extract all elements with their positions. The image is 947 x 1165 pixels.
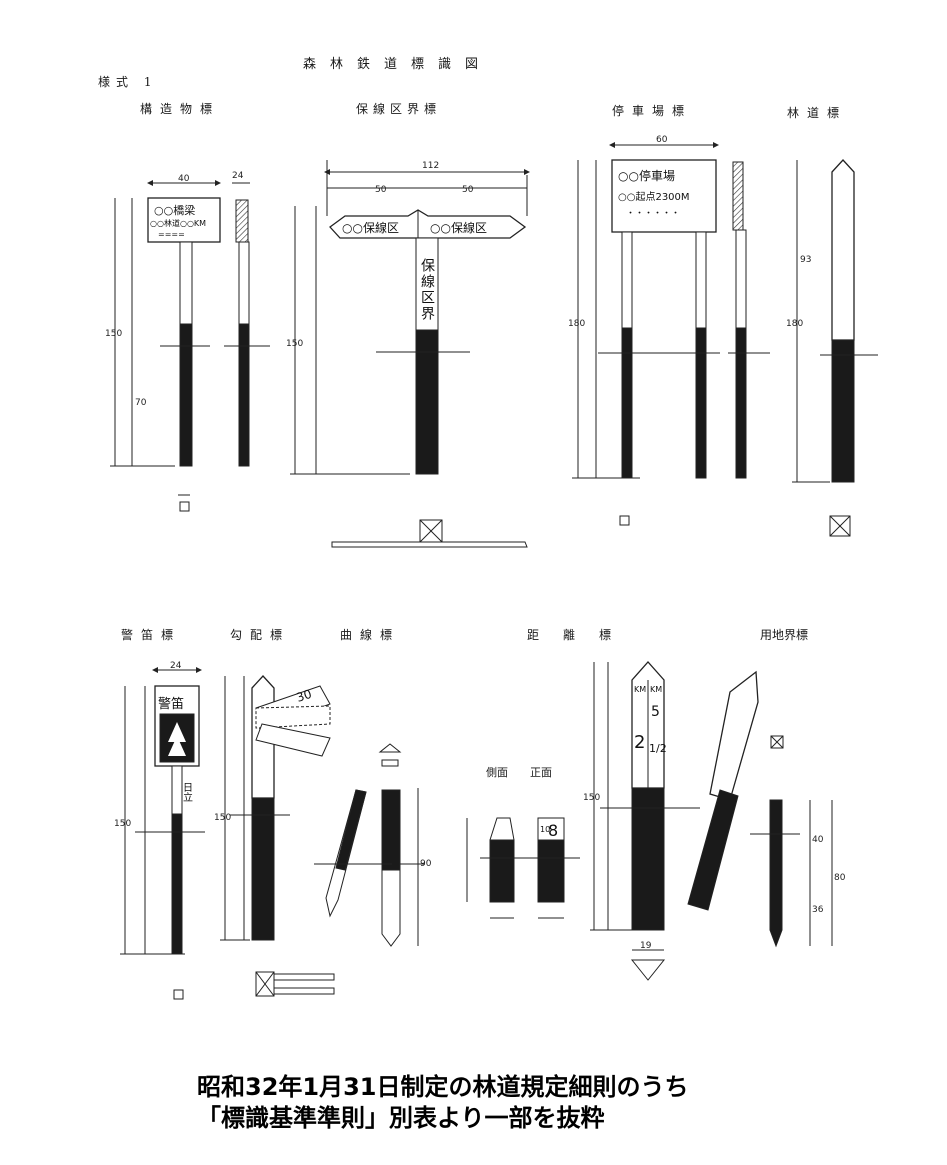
heading-land: 用地界標	[760, 628, 809, 642]
sign-diagram: ○○橋梁 ○○林道○○KM ==== ○○保線区 ○○保線区 保線区界 ○○停車…	[105, 135, 878, 1000]
structure-sign	[110, 180, 270, 512]
dim-land-36: 36	[812, 905, 824, 915]
style-label: 様式 1	[98, 75, 158, 89]
whistle-text: 警笛	[158, 696, 184, 712]
distance-sign	[590, 661, 759, 981]
heading-whistle: 警笛標	[121, 628, 182, 642]
distance-small-top: 10	[540, 825, 550, 834]
caption: 昭和32年1月31日制定の林道規定細則のうち 「標識基準準則」別表より一部を抜粋	[197, 1072, 689, 1134]
dim-structure-70: 70	[135, 398, 147, 408]
dim-boundary-50a: 50	[375, 185, 387, 195]
dim-gradient-150: 150	[214, 813, 231, 823]
heading-gradient: 勾配標	[230, 628, 291, 642]
svg-text:====: ====	[158, 230, 185, 239]
heading-station: 停車場標	[612, 104, 693, 118]
figure-title: 森林鉄道標識図	[303, 57, 493, 72]
dim-distance-19: 19	[640, 941, 652, 951]
heading-structure: 構造物標	[140, 102, 221, 116]
distance-frac: 1/2	[649, 742, 667, 755]
dim-land-40: 40	[812, 835, 824, 845]
dim-structure-w: 40	[178, 174, 190, 184]
structure-line1: ○○橋梁	[154, 203, 195, 217]
boundary-right: ○○保線区	[430, 220, 487, 235]
distance-v1: 2	[634, 732, 645, 753]
boundary-vertical: 保線区界	[419, 258, 435, 322]
heading-distance: 距離標	[527, 628, 636, 642]
gradient-text: 30	[295, 687, 314, 705]
dim-distance-150: 150	[583, 793, 600, 803]
heading-forest-road: 林道標	[787, 106, 848, 120]
distance-small: 8	[548, 821, 558, 840]
dim-whistle-24: 24	[170, 661, 182, 671]
whistle-plate: 日立	[181, 782, 193, 802]
whistle-sign	[120, 667, 205, 1000]
distance-km2: KM	[650, 685, 662, 694]
structure-line2: ○○林道○○KM	[150, 218, 206, 228]
dim-boundary-112: 112	[422, 161, 439, 171]
boundary-left: ○○保線区	[342, 220, 399, 235]
dim-forest-180: 180	[786, 319, 803, 329]
dim-land-80: 80	[834, 873, 846, 883]
dim-forest-93: 93	[800, 255, 811, 265]
distance-side-label: 側面	[486, 766, 508, 779]
boundary-sign	[290, 160, 530, 548]
dim-station-180: 180	[568, 319, 585, 329]
heading-curve: 曲線標	[340, 628, 401, 642]
caption-line1: 昭和32年1月31日制定の林道規定細則のうち	[197, 1073, 689, 1101]
dim-structure-t: 24	[232, 171, 244, 181]
dim-station-60: 60	[656, 135, 668, 145]
station-line3: ・・・・・・	[626, 209, 680, 219]
station-sign	[572, 142, 770, 526]
dim-structure-150: 150	[105, 329, 122, 339]
dim-curve-90: 90	[420, 859, 432, 869]
caption-line2: 「標識基準準則」別表より一部を抜粋	[197, 1104, 605, 1132]
curve-sign	[314, 743, 425, 947]
dim-boundary-150: 150	[286, 339, 303, 349]
distance-km1: KM	[634, 685, 646, 694]
dim-boundary-50b: 50	[462, 185, 474, 195]
heading-boundary: 保線区界標	[356, 102, 442, 116]
station-line1: ○○停車場	[618, 168, 675, 183]
station-line2: ○○起点2300M	[618, 191, 690, 203]
distance-front-label: 正面	[530, 766, 552, 779]
land-sign	[750, 735, 833, 948]
distance-small-posts	[466, 817, 580, 919]
dim-whistle-150: 150	[114, 819, 131, 829]
gradient-sign	[220, 675, 335, 997]
forest-road-sign	[792, 159, 878, 537]
distance-v2: 5	[651, 704, 660, 720]
